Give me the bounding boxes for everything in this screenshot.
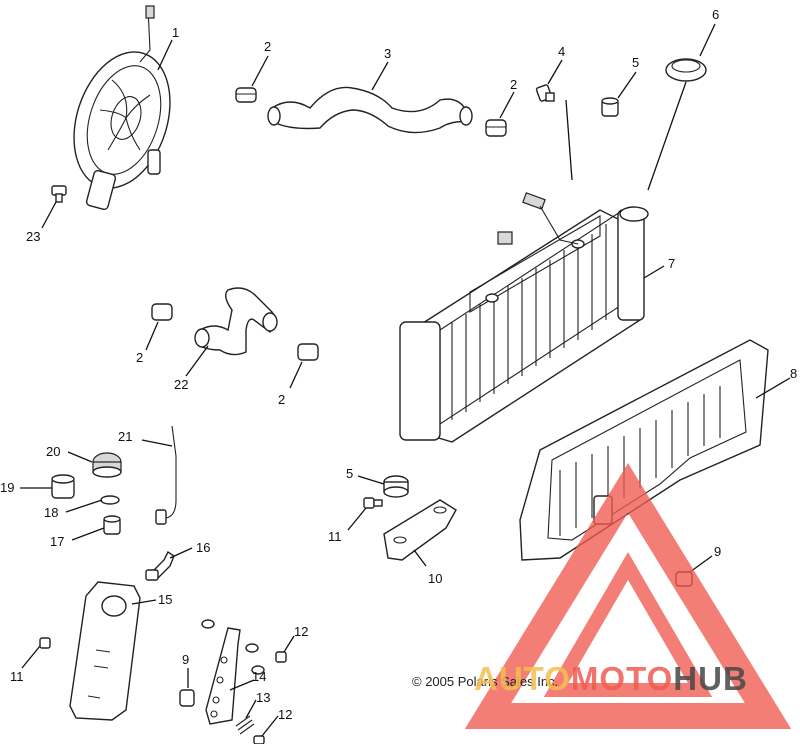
callout-6: 6 [712, 7, 719, 22]
callout-labels: 1 2 3 4 2 5 6 7 8 23 2 22 2 21 20 19 18 … [0, 7, 797, 722]
callout-9b: 9 [182, 652, 189, 667]
hose-clamp-2c-part [151, 303, 173, 321]
callout-23: 23 [26, 229, 40, 244]
callout-17: 17 [50, 534, 64, 549]
mount-bracket-14-part [205, 627, 241, 725]
callout-10: 10 [428, 571, 442, 586]
callout-8: 8 [790, 366, 797, 381]
callout-19: 19 [0, 480, 14, 495]
cooling-fan-part [73, 5, 171, 211]
bolt-9b-part [179, 689, 195, 707]
reservoir-cap-20-part [92, 452, 122, 478]
screw-11a-part [363, 497, 383, 509]
watermark-hub: HUB [673, 660, 748, 697]
leader-lines [20, 23, 791, 737]
callout-18: 18 [44, 505, 58, 520]
callout-22: 22 [174, 377, 188, 392]
callout-1: 1 [172, 25, 179, 40]
radiator-7-part [399, 192, 649, 443]
radiator-cap-6-part [665, 58, 707, 82]
callout-4: 4 [558, 44, 565, 59]
callout-12a: 12 [294, 624, 308, 639]
screw-12b-part [253, 735, 265, 744]
fitting-16-part [145, 550, 175, 581]
watermark-logo [464, 463, 792, 729]
callout-12b: 12 [278, 707, 292, 722]
washer-part [245, 643, 265, 675]
cap-5a-part [601, 97, 619, 117]
callout-11a: 11 [328, 529, 342, 544]
callout-16: 16 [196, 540, 210, 555]
coolant-reservoir-15-part [69, 581, 141, 721]
screw-12a-part [275, 651, 287, 663]
callout-3: 3 [384, 46, 391, 61]
callout-14: 14 [252, 669, 266, 684]
bushing-17-part [103, 515, 121, 535]
watermark-text: AUTOMOTOHUB [474, 660, 748, 698]
nut-top-part [201, 619, 215, 629]
screw-11b-part [39, 637, 51, 649]
lower-hose-22-part [194, 287, 278, 356]
watermark-auto: AUTO [474, 660, 571, 697]
hose-clamp-2a-part [235, 87, 257, 103]
cap-5b-part [383, 475, 409, 498]
spring-13-part [235, 715, 255, 735]
callout-20: 20 [46, 444, 60, 459]
bolt-23-part [51, 185, 67, 203]
callout-5b: 5 [346, 466, 353, 481]
callout-2d: 2 [278, 392, 285, 407]
bracket-10-part [383, 499, 457, 561]
callout-15: 15 [158, 592, 172, 607]
upper-hose-part [267, 86, 473, 134]
hose-clamp-2d-part [297, 343, 319, 361]
callout-2b: 2 [510, 77, 517, 92]
callout-2a: 2 [264, 39, 271, 54]
overflow-tube-21-part [155, 425, 177, 525]
watermark-moto: MOTO [570, 660, 674, 697]
temp-sensor-4-part [535, 84, 555, 102]
callout-9a: 9 [714, 544, 721, 559]
callout-5a: 5 [632, 55, 639, 70]
callout-2c: 2 [136, 350, 143, 365]
callout-11b: 11 [10, 669, 24, 684]
callout-7: 7 [668, 256, 675, 271]
callout-13: 13 [256, 690, 270, 705]
callout-21: 21 [118, 429, 132, 444]
o-ring-18-part [100, 495, 120, 505]
copyright-notice: © 2005 Polaris Sales Inc. [412, 674, 559, 689]
cap-19-part [51, 474, 75, 499]
hose-clamp-2b-part [485, 119, 507, 137]
